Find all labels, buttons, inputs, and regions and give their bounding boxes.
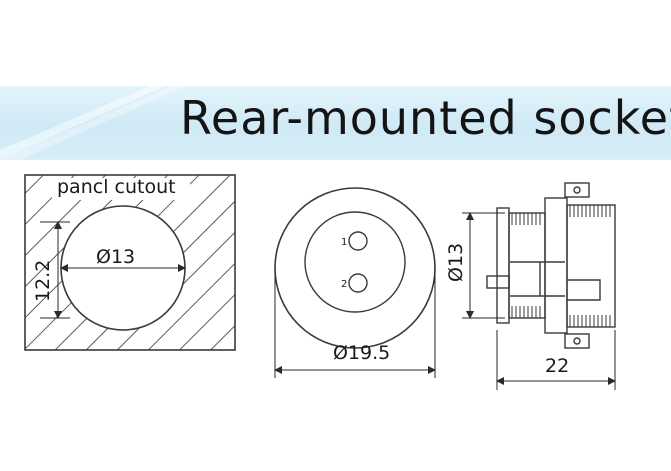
top-lug-hole bbox=[573, 186, 581, 194]
pin-1-label: 1 bbox=[341, 237, 347, 248]
bottom-lug bbox=[564, 333, 590, 349]
title-banner bbox=[0, 86, 671, 160]
pin-2-label: 2 bbox=[341, 279, 347, 290]
rear-thread bbox=[566, 204, 616, 328]
flange-body bbox=[544, 197, 568, 334]
front-view: 1 2 Ø19.5 bbox=[274, 187, 436, 378]
insert-circle bbox=[304, 211, 406, 313]
solder-cup bbox=[486, 275, 510, 289]
panel-label-backdrop bbox=[52, 178, 190, 200]
panel-border bbox=[24, 174, 236, 351]
bottom-lug-hole bbox=[573, 337, 581, 345]
hole-diameter-label: Ø13 bbox=[96, 246, 135, 268]
thread-dim-label: Ø13 bbox=[445, 243, 467, 282]
thread-ticks bbox=[511, 205, 611, 327]
top-lug bbox=[564, 182, 590, 198]
pin-2-hole bbox=[348, 273, 368, 293]
pin-1-hole bbox=[348, 231, 368, 251]
side-view bbox=[486, 182, 616, 349]
banner-sheen bbox=[0, 86, 185, 160]
height-dim-label: 12.2 bbox=[32, 260, 54, 302]
panel-cutout-view: pancl cutout Ø13 12.2 bbox=[24, 174, 236, 351]
front-nut bbox=[496, 207, 510, 324]
inner-line-4 bbox=[567, 279, 601, 301]
outer-diameter-label: Ø19.5 bbox=[333, 342, 390, 364]
side-view-dimensions: Ø13 22 bbox=[445, 212, 616, 390]
length-dim-label: 22 bbox=[545, 355, 569, 377]
banner-title: Rear-mounted socket bbox=[180, 91, 671, 145]
panel-cutout-label: pancl cutout bbox=[57, 176, 176, 198]
